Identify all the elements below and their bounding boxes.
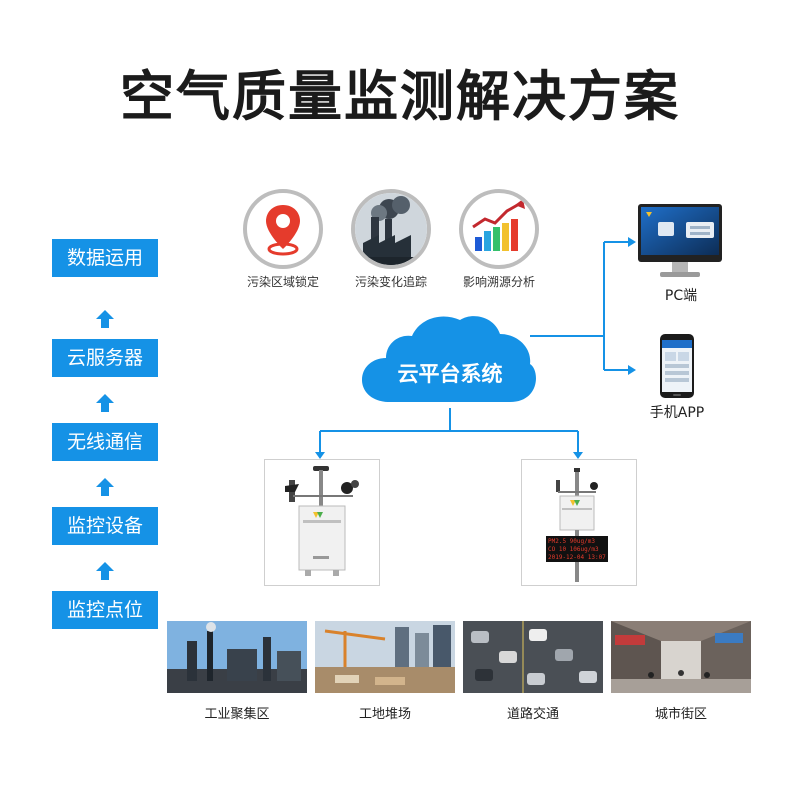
led-display-station-device: PM2.5 90ug/m3 CO 10 106ug/m3 2019-12-04 …	[521, 459, 637, 586]
location-pin-icon	[243, 189, 323, 269]
feature-label-trace: 影响溯源分析	[462, 275, 535, 289]
led-display-line: PM2.5 90ug/m3	[548, 538, 595, 545]
pc-monitor-icon	[638, 204, 722, 277]
up-arrow-icon	[96, 478, 114, 496]
app-client-label: 手机APP	[649, 405, 705, 421]
page-title: 空气质量监测解决方案	[120, 65, 680, 128]
feature-label-track: 污染变化追踪	[354, 275, 427, 289]
up-arrow-icon	[96, 562, 114, 580]
construction-site-photo	[315, 621, 455, 693]
scene-label: 工地堆场	[358, 707, 411, 722]
cloud-icon	[362, 316, 536, 402]
feature-label-locate: 污染区域锁定	[246, 275, 319, 289]
led-display-line: 2019-12-04 13:07	[548, 554, 606, 561]
up-arrow-icon	[96, 310, 114, 328]
led-display-line: CO 10 106ug/m3	[548, 546, 599, 553]
mobile-phone-icon	[660, 334, 694, 398]
monitoring-station-device	[264, 459, 380, 586]
scene-label: 道路交通	[506, 707, 559, 722]
industrial-zone-photo	[167, 621, 307, 693]
growth-bar-chart-icon	[459, 189, 539, 269]
stack-sites: 监控点位	[52, 591, 158, 629]
scene-label: 工业聚集区	[204, 707, 270, 722]
scene-label: 城市街区	[654, 707, 707, 722]
road-traffic-photo	[463, 621, 603, 693]
factory-smoke-icon	[351, 189, 431, 269]
cloud-platform-label: 云平台系统	[397, 362, 503, 386]
stack-devices: 监控设备	[52, 507, 158, 545]
up-arrow-icon	[96, 394, 114, 412]
city-street-photo	[611, 621, 751, 693]
stack-wireless: 无线通信	[52, 423, 158, 461]
stack-data-usage: 数据运用	[52, 239, 158, 277]
pc-client-label: PC端	[664, 288, 698, 304]
stack-cloud-server: 云服务器	[52, 339, 158, 377]
